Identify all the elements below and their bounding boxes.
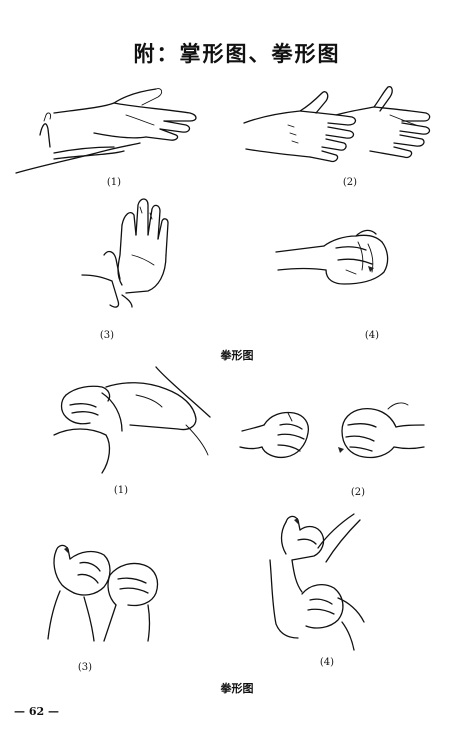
- palm-figure-4: (4): [272, 220, 422, 345]
- palm-figure-3: (3): [81, 195, 192, 345]
- page-number: — 62 —: [14, 705, 59, 718]
- fist-figure-4: (4): [262, 512, 382, 672]
- fist-in-palm-icon: [53, 366, 211, 474]
- figure-label: (3): [99, 330, 115, 341]
- figure-label: (2): [350, 487, 366, 498]
- crossed-fists-icon: [47, 544, 159, 642]
- figure-label: (4): [319, 657, 335, 668]
- cupped-hands-icon: [275, 229, 389, 285]
- palm-hands-icon: [243, 85, 431, 163]
- section-caption: 拳形图: [220, 349, 254, 362]
- fist-figure-1: (1): [46, 365, 216, 505]
- two-fists-icon: [239, 402, 425, 459]
- figure-label: (2): [342, 177, 358, 188]
- stacked-fists-icon: [269, 513, 365, 651]
- figure-label: (1): [106, 177, 122, 188]
- section-caption: 拳形图: [220, 682, 254, 695]
- page-title: 附：掌形图、拳形图: [133, 42, 341, 66]
- fist-figure-3: (3): [40, 535, 180, 675]
- figure-label: (1): [113, 485, 129, 496]
- figure-label: (3): [77, 662, 93, 673]
- fist-figure-2: (2): [238, 395, 428, 505]
- palm-hands-icon: [15, 88, 197, 174]
- palm-hand-icon: [81, 198, 169, 308]
- palm-figure-1: (1): [14, 85, 214, 195]
- palm-figure-2: (2): [240, 85, 460, 195]
- figure-label: (4): [364, 330, 380, 341]
